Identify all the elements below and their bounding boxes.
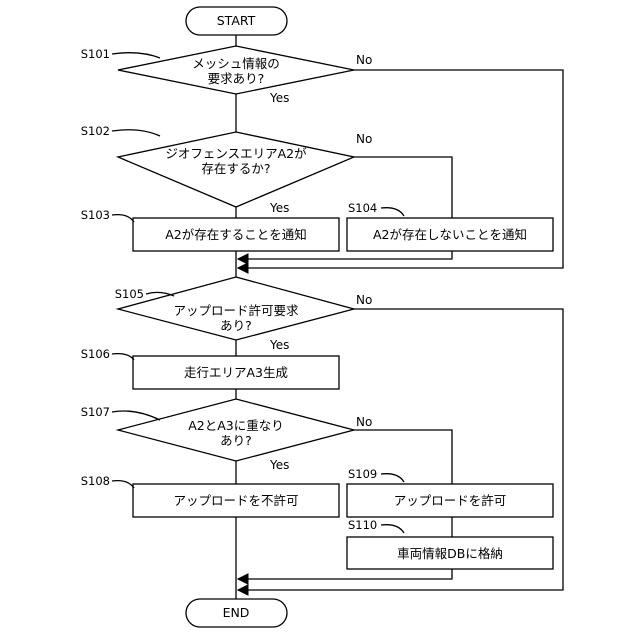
process-s109-text: アップロードを許可 xyxy=(394,493,507,508)
leader-s108 xyxy=(112,481,134,488)
decision-s105-text-line2: あり? xyxy=(220,318,252,333)
no-label-s107: No xyxy=(356,415,372,429)
decision-s107-text-line1: A2とA3に重なり xyxy=(188,418,284,433)
leader-s109 xyxy=(381,474,404,482)
no-label-s102: No xyxy=(356,132,372,146)
start-label: START xyxy=(217,13,256,28)
step-ref-s104: S104 xyxy=(348,201,377,215)
end-label: END xyxy=(223,605,250,620)
decision-s102-text-line1: ジオフェンスエリアA2が xyxy=(165,146,307,161)
step-ref-s103: S103 xyxy=(81,208,110,222)
step-ref-s107: S107 xyxy=(81,405,110,419)
step-ref-s102: S102 xyxy=(81,124,110,138)
process-s103-text: A2が存在することを通知 xyxy=(165,227,307,242)
process-s110-text: 車両情報DBに格納 xyxy=(397,546,503,561)
decision-s101-text-line1: メッシュ情報の xyxy=(192,56,280,71)
connector-s104-merge xyxy=(238,251,452,259)
leader-s106 xyxy=(112,354,134,360)
leader-s110 xyxy=(381,525,404,533)
step-ref-s101: S101 xyxy=(81,47,110,61)
decision-s105-text-line1: アップロード許可要求 xyxy=(173,303,299,318)
leader-s104 xyxy=(381,208,404,216)
connector-s110-merge xyxy=(238,569,452,579)
process-s108-text: アップロードを不許可 xyxy=(173,493,298,508)
leader-s107 xyxy=(112,411,160,420)
process-s104-text: A2が存在しないことを通知 xyxy=(373,227,527,242)
step-ref-s110: S110 xyxy=(348,518,377,532)
process-s106-text: 走行エリアA3生成 xyxy=(184,365,288,380)
decision-s101-text-line2: 要求あり? xyxy=(208,71,265,86)
no-label-s101: No xyxy=(356,53,372,67)
yes-label-s101: Yes xyxy=(269,91,289,105)
yes-label-s105: Yes xyxy=(269,338,289,352)
step-ref-s108: S108 xyxy=(81,474,110,488)
no-label-s105: No xyxy=(356,293,372,307)
decision-s102-text-line2: 存在するか? xyxy=(201,161,270,176)
step-ref-s109: S109 xyxy=(348,467,377,481)
step-ref-s105: S105 xyxy=(115,287,144,301)
yes-label-s102: Yes xyxy=(269,201,289,215)
step-ref-s106: S106 xyxy=(81,347,110,361)
leader-s101 xyxy=(112,53,160,58)
leader-s103 xyxy=(112,215,134,222)
decision-s107-text-line2: あり? xyxy=(220,433,252,448)
yes-label-s107: Yes xyxy=(269,458,289,472)
leader-s102 xyxy=(112,130,160,136)
